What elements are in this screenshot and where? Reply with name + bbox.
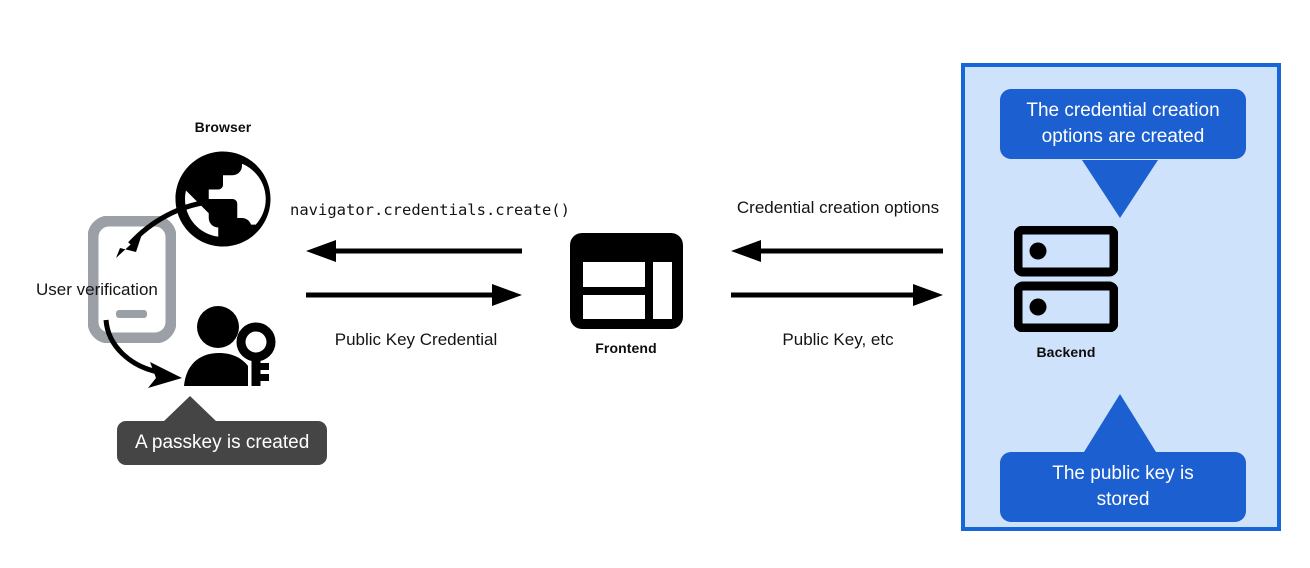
server-stack-icon xyxy=(1014,226,1118,332)
credential-options-callout-tail xyxy=(1082,160,1158,218)
smartphone-icon xyxy=(88,216,176,343)
public-key-etc-label: Public Key, etc xyxy=(782,330,894,349)
arrow-browser-to-phone xyxy=(96,196,216,276)
navigator-credentials-create-label: navigator.credentials.create() xyxy=(290,201,570,219)
user-verification-label: User verification xyxy=(36,280,158,299)
browser-label: Browser xyxy=(194,119,252,135)
globe-icon xyxy=(166,142,280,256)
public-key-stored-callout: The public key is stored xyxy=(1000,452,1246,522)
passkey-created-tooltip: A passkey is created xyxy=(117,421,328,465)
person-key-icon xyxy=(182,306,278,390)
public-key-credential-label: Public Key Credential xyxy=(334,330,498,349)
credential-options-callout-line2: options are created xyxy=(1041,126,1205,147)
credential-options-callout-line1: The credential creation xyxy=(1026,100,1220,121)
credential-options-callout: The credential creation options are crea… xyxy=(1000,89,1246,159)
dashboard-layout-icon xyxy=(568,231,685,331)
arrow-phone-to-user xyxy=(100,316,210,396)
arrow-backend-to-frontend xyxy=(731,240,943,262)
public-key-stored-callout-line1: The public key is xyxy=(1052,463,1194,484)
public-key-stored-callout-tail xyxy=(1084,394,1156,452)
frontend-label: Frontend xyxy=(595,340,657,356)
arrow-frontend-to-backend xyxy=(731,284,943,306)
public-key-stored-callout-line2: stored xyxy=(1096,489,1150,510)
credential-creation-options-label: Credential creation options xyxy=(736,198,940,217)
arrow-browser-to-frontend xyxy=(306,284,522,306)
backend-label: Backend xyxy=(1036,344,1096,360)
passkey-tooltip-tail xyxy=(163,396,217,422)
arrow-frontend-to-browser xyxy=(306,240,522,262)
